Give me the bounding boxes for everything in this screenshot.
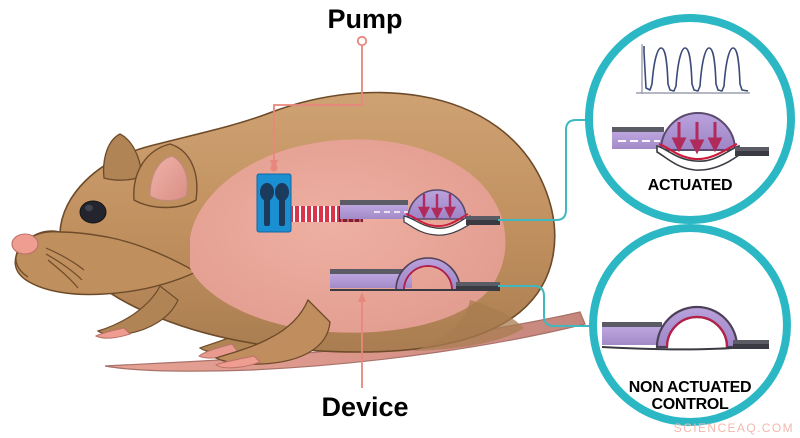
device-membrane-line <box>405 213 469 227</box>
implanted-pump <box>256 173 292 233</box>
mouse-hind-leg-near <box>214 298 331 365</box>
page-title-pump: Pump <box>327 4 403 34</box>
inset-a-outlet-top <box>735 147 769 151</box>
device-leader-arrowhead <box>358 292 366 302</box>
inset-c-membrane-line <box>665 315 729 348</box>
inset-actuated-device <box>612 112 769 171</box>
mouse-front-leg-far <box>96 285 179 336</box>
implanted-device-control <box>330 257 500 291</box>
mouse-ear-far <box>102 133 143 181</box>
device-outlet-body <box>466 220 500 225</box>
inset-leader-control <box>498 285 592 327</box>
inset-c-baseline <box>601 346 747 351</box>
control-shaft-body <box>330 274 412 288</box>
mouse-flank-shading <box>412 300 524 351</box>
inset-leader-actuated <box>498 119 596 221</box>
inset-c-outlet-body <box>733 344 769 349</box>
page-title-device: Device <box>321 392 409 422</box>
device-pressure-arrows <box>418 194 456 220</box>
pump-leader-endpoint <box>356 35 368 47</box>
pump-leader-arrowhead <box>270 160 278 170</box>
inset-a-shaft-top <box>612 127 664 132</box>
pump-leader-line <box>273 44 363 166</box>
inset-a-pressure-arrows <box>671 122 723 155</box>
implanted-device-actuated <box>340 189 500 236</box>
mouse-nose <box>11 233 39 255</box>
tubing-red-segment <box>291 206 339 222</box>
inset-caption-control: NON ACTUATED CONTROL <box>580 379 800 413</box>
inset-control-device <box>601 305 769 351</box>
mouse-hind-foot-near <box>214 355 261 369</box>
pump-internal-elements <box>260 183 289 226</box>
device-shaft-top <box>340 200 408 205</box>
inset-waveform-chart <box>636 44 750 94</box>
inset-control <box>589 224 791 426</box>
inset-actuated <box>585 14 795 224</box>
control-outlet-top <box>456 282 500 286</box>
tubing-coil-lines <box>293 206 337 222</box>
mouse-illustration <box>11 91 586 372</box>
control-membrane-line <box>403 265 453 291</box>
mouse-eye-highlight <box>85 204 93 212</box>
mouse-whiskers <box>45 247 85 289</box>
inset-caption-control-line1: NON ACTUATED <box>628 379 752 396</box>
device-outlet-top <box>466 216 500 220</box>
inset-control-ring <box>589 224 791 426</box>
inset-a-membrane-line <box>658 142 738 161</box>
control-outlet-body <box>456 286 500 291</box>
inset-c-shaft-body <box>602 327 662 345</box>
waveform-trace <box>643 46 749 92</box>
inset-c-shaft-top <box>602 322 662 327</box>
inset-caption-actuated: ACTUATED <box>647 177 733 194</box>
inset-caption-control-line2: CONTROL <box>651 396 729 413</box>
mouse-eye <box>79 200 107 224</box>
pump-body <box>256 173 292 233</box>
mouse-ear-inner <box>149 155 188 201</box>
control-shaft-top <box>330 269 412 274</box>
inset-c-outlet-top <box>733 340 769 344</box>
leader-lines <box>270 35 596 388</box>
watermark: SCIENCEAQ.COM <box>673 421 794 435</box>
inset-a-outlet-body <box>735 151 769 156</box>
mouse-front-foot-far <box>94 327 131 339</box>
